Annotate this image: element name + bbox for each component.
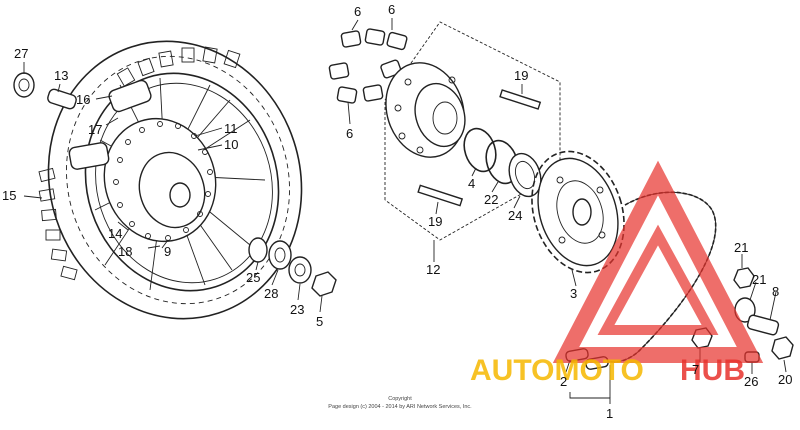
leader-lines	[23, 18, 787, 404]
callout-7: 8	[772, 284, 779, 299]
callout-8: 21	[752, 272, 766, 287]
stud-bolt-19-top	[499, 89, 542, 110]
bearing-27	[13, 72, 35, 98]
watermark-triangle-inner	[597, 224, 719, 335]
callout-13: 13	[54, 68, 68, 83]
tire-tread-inner	[66, 55, 290, 305]
tire-lugs	[38, 46, 241, 281]
callout-5: 5	[316, 314, 323, 329]
callout-11: 11	[224, 121, 238, 136]
callout-10: 10	[224, 137, 238, 152]
watermark-brand-right: HUB	[680, 354, 745, 387]
callout-18: 18	[118, 244, 132, 259]
sprocket-3	[531, 150, 625, 274]
callout-16: 16	[76, 92, 90, 107]
nut-5	[311, 271, 337, 297]
callout-4: 4	[468, 176, 475, 191]
axle-collar-13	[47, 88, 77, 110]
collar-23	[288, 256, 312, 284]
nut-21-upper	[733, 267, 755, 289]
callout-28: 28	[264, 286, 278, 301]
callout-17: 17	[88, 122, 102, 137]
callout-20: 20	[778, 372, 792, 387]
callout-2: 2	[560, 374, 567, 389]
tire-tube-section-left	[68, 142, 110, 170]
callout-24: 24	[508, 208, 522, 223]
nut-20	[771, 336, 794, 360]
hub-holes	[113, 121, 213, 241]
callout-12: 12	[426, 262, 440, 277]
side-collar-parts	[248, 237, 337, 297]
callout-15: 15	[2, 188, 16, 203]
callout-27: 27	[14, 46, 28, 61]
sprocket-hub	[385, 62, 466, 158]
callout-19-b: 19	[428, 214, 442, 229]
stud-bolt-19-bottom	[417, 184, 464, 207]
assembly-12-outline	[384, 21, 561, 241]
callout-6-b: 6	[388, 2, 395, 17]
callout-22: 22	[484, 192, 498, 207]
callout-3: 3	[570, 286, 577, 301]
watermark-triangle-outer	[552, 160, 764, 363]
callout-9: 9	[164, 244, 171, 259]
callout-26: 26	[744, 374, 758, 389]
copyright-line-1: Copyright	[388, 396, 412, 402]
callout-21-b: 7	[692, 362, 699, 377]
callout-23: 23	[290, 302, 304, 317]
rear-wheel	[38, 40, 303, 320]
bearing-28	[268, 240, 292, 270]
snap-ring-4	[463, 127, 497, 173]
callout-labels: 27 13 16 17 11 10 15 14 18 9 25 28 23 5 …	[2, 2, 792, 421]
rim-inner	[95, 82, 273, 284]
tire-tube-section-top	[108, 79, 152, 113]
damper-rubbers-6	[328, 28, 408, 104]
callout-6-a: 6	[354, 4, 361, 19]
callout-19-a: 19	[514, 68, 528, 83]
callout-6-c: 6	[346, 126, 353, 141]
callout-21-a: 21	[734, 240, 748, 255]
oring-25	[248, 237, 268, 263]
rim-outer	[84, 72, 280, 292]
chain-adjuster-7	[746, 314, 780, 336]
callout-14: 14	[108, 226, 122, 241]
callout-1: 1	[606, 406, 613, 421]
hub-center	[169, 182, 191, 208]
watermark-brand-left: AUTOMOTO	[470, 354, 644, 387]
copyright-line-2: Page design (c) 2004 - 2014 by ARI Netwo…	[328, 404, 472, 410]
automotohub-watermark	[552, 160, 764, 363]
callout-25: 25	[246, 270, 260, 285]
